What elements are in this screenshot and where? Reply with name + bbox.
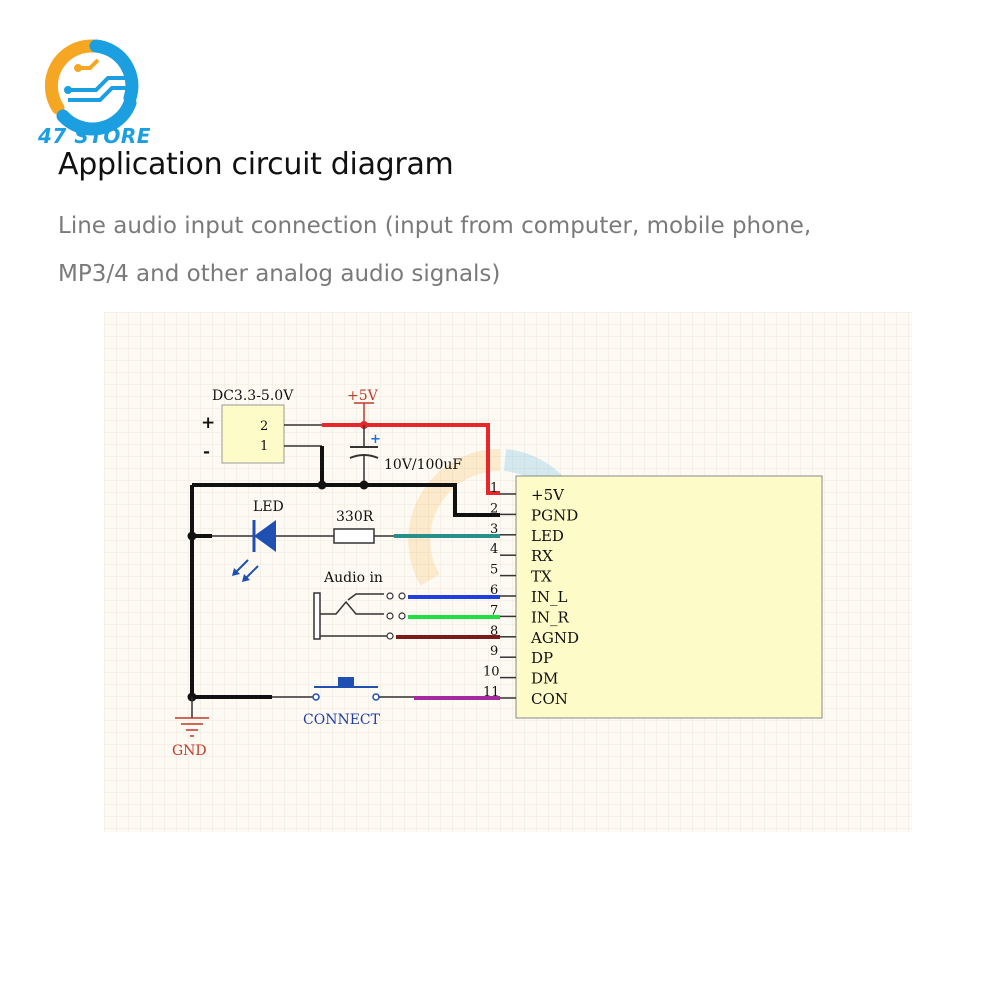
module-pin-8-name: AGND bbox=[530, 629, 579, 647]
module-pin-list: 1 +5V 2 PGND 3 LED 4 RX 5 TX 6 IN_L 7 IN_R 8 AGND 9 DP 10 D… bbox=[483, 481, 579, 708]
module-pin-5-name: TX bbox=[531, 568, 552, 586]
polarity-plus: + bbox=[201, 413, 215, 433]
module-pin-4-number: 4 bbox=[490, 542, 498, 557]
module-pin-2-name: PGND bbox=[531, 506, 578, 524]
store-logo bbox=[44, 39, 139, 136]
module-pin-6-number: 6 bbox=[490, 583, 498, 598]
module-pin-3-name: LED bbox=[531, 527, 564, 545]
capacitor-label: 10V/100uF bbox=[384, 457, 462, 473]
power-pin-2: 2 bbox=[260, 419, 268, 434]
module-pin-10-number: 10 bbox=[483, 665, 500, 680]
power-pin-1: 1 bbox=[260, 439, 268, 454]
page-subtitle: Line audio input connection (input from … bbox=[58, 213, 812, 287]
module-pin-10-name: DM bbox=[531, 670, 558, 688]
vcc-wire bbox=[322, 423, 500, 495]
capacitor-polarity: + bbox=[370, 432, 381, 447]
audio-jack-icon bbox=[313, 592, 406, 640]
page-title: Application circuit diagram bbox=[58, 147, 454, 182]
module-pin-8-number: 8 bbox=[490, 624, 498, 639]
ground-icon bbox=[175, 717, 209, 737]
module-pin-11-number: 11 bbox=[483, 685, 500, 700]
ground-label: GND bbox=[172, 743, 207, 759]
module-pin-11-name: CON bbox=[531, 690, 568, 708]
module-pin-7-name: IN_R bbox=[531, 608, 570, 626]
bluetooth-module bbox=[515, 475, 823, 719]
module-pin-9-name: DP bbox=[531, 649, 553, 667]
module-pin-2-number: 2 bbox=[490, 501, 498, 516]
circuit-schematic: DC3.3-5.0V 2 1 + - +5V + 10V/100uF GND bbox=[104, 312, 912, 832]
resistor-label: 330R bbox=[336, 509, 374, 525]
connect-switch-label: CONNECT bbox=[303, 712, 381, 728]
power-connector-label: DC3.3-5.0V bbox=[212, 388, 294, 404]
module-pin-5-number: 5 bbox=[490, 563, 498, 578]
module-pin-1-number: 1 bbox=[490, 481, 498, 496]
module-pin-4-name: RX bbox=[531, 547, 553, 565]
capacitor: + 10V/100uF bbox=[349, 425, 462, 485]
module-pin-1-name: +5V bbox=[531, 486, 565, 504]
led-diode-icon bbox=[212, 520, 334, 582]
brand-name: 47 STORE bbox=[38, 124, 151, 148]
module-pin-6-name: IN_L bbox=[531, 588, 568, 606]
resistor-icon bbox=[333, 528, 375, 544]
polarity-minus: - bbox=[203, 442, 210, 462]
audio-jack-label: Audio in bbox=[323, 570, 383, 586]
supply-label: +5V bbox=[347, 388, 379, 404]
module-pin-3-number: 3 bbox=[490, 522, 498, 537]
module-pin-9-number: 9 bbox=[490, 644, 498, 659]
connect-switch-icon bbox=[272, 677, 414, 701]
led-label: LED bbox=[253, 499, 284, 515]
module-pin-7-number: 7 bbox=[490, 603, 498, 618]
power-connector: DC3.3-5.0V 2 1 + - bbox=[201, 388, 322, 464]
